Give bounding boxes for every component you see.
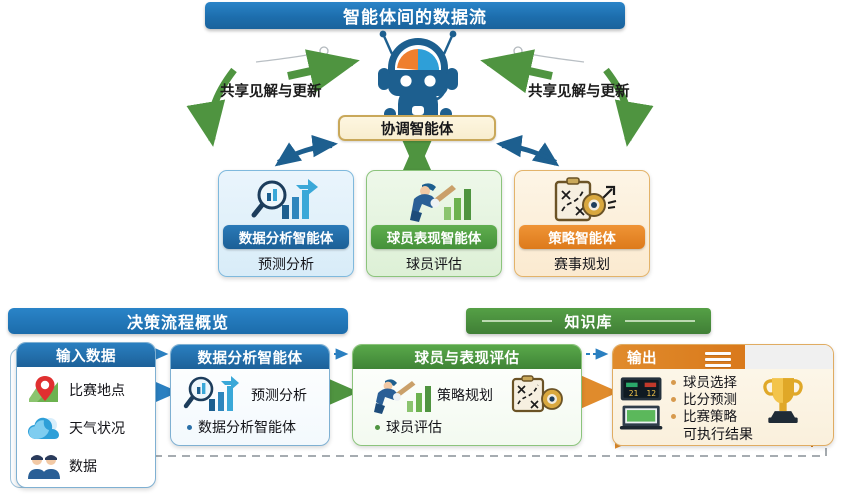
page-title: 智能体间的数据流 <box>205 2 625 29</box>
output-items-list: 球员选择 比分预测 比赛策略 可执行结果 <box>671 374 753 443</box>
agent-subtitle: 球员评估 <box>406 256 462 272</box>
input-item-label: 天气状况 <box>69 420 125 436</box>
output-item: 比分预测 <box>671 391 753 408</box>
output-item-label: 比赛策略 <box>683 409 737 424</box>
bullet-dot <box>375 424 380 430</box>
input-item-weather[interactable]: 天气状况 <box>23 409 149 447</box>
magnifier-bar-chart-icon <box>219 175 353 225</box>
output-panel-header-label: 输出 <box>627 350 657 367</box>
input-panel-header: 输入数据 <box>17 343 155 367</box>
data-analysis-bullet: 数据分析智能体 <box>198 419 296 435</box>
output-footer-label: 可执行结果 <box>683 426 753 442</box>
bullet-dot <box>671 397 676 402</box>
trophy-icon <box>761 374 805 428</box>
shared-insights-label-left: 共享见解与更新 <box>220 84 322 100</box>
agent-subtitle: 预测分析 <box>258 256 314 272</box>
player-performance-main-label: 策略规划 <box>437 387 493 403</box>
player-performance-header: 球员与表现评估 <box>353 345 581 369</box>
divider-right <box>625 320 695 322</box>
output-item: 球员选择 <box>671 374 753 391</box>
clipboard-tactics-icon <box>515 175 649 225</box>
section-header-knowledge-base-label: 知识库 <box>564 313 613 331</box>
robot-head-icon <box>362 28 474 120</box>
agent-card-player-performance[interactable]: 球员表现智能体 球员评估 <box>366 170 502 277</box>
map-pin-icon <box>27 375 61 405</box>
input-item-label: 数据 <box>69 458 97 474</box>
input-item-venue[interactable]: 比赛地点 <box>23 371 149 409</box>
output-panel-header: 输出 <box>613 345 833 369</box>
magnifier-bar-chart-icon <box>181 375 245 415</box>
data-analysis-panel[interactable]: 数据分析智能体 预测分析 <box>170 344 330 446</box>
people-icon <box>27 451 61 481</box>
svg-text:12: 12 <box>646 389 656 398</box>
data-analysis-main-label: 预测分析 <box>251 387 307 403</box>
agent-name-badge: 策略智能体 <box>519 225 645 249</box>
section-header-knowledge-base: 知识库 <box>466 308 711 334</box>
scoreboard-laptop-icon: 21 12 <box>619 374 665 432</box>
input-panel-body: 比赛地点 天气状况 <box>17 367 155 487</box>
clipboard-tactics-icon <box>509 375 571 415</box>
input-item-label: 比赛地点 <box>69 382 125 398</box>
agent-subtitle: 赛事规划 <box>554 256 610 272</box>
top-connector-layer <box>186 46 654 190</box>
output-panel[interactable]: 输出 21 12 球员选择 比分预测 <box>612 344 834 446</box>
bullet-dot <box>671 414 676 419</box>
divider-left <box>482 320 552 322</box>
agent-card-strategy[interactable]: 策略智能体 赛事规划 <box>514 170 650 277</box>
cloud-icon <box>27 413 61 443</box>
input-item-data[interactable]: 数据 <box>23 447 149 485</box>
bullet-dot <box>671 380 676 385</box>
batter-bar-chart-icon <box>367 175 501 225</box>
output-item: 比赛策略 <box>671 408 753 425</box>
output-item-label: 比分预测 <box>683 392 737 407</box>
shared-insights-label-right: 共享见解与更新 <box>528 84 630 100</box>
data-analysis-body: 预测分析 数据分析智能体 <box>171 369 329 441</box>
player-performance-body: 策略规划 球员评估 <box>353 369 581 441</box>
agent-name-badge: 球员表现智能体 <box>371 225 497 249</box>
batter-bar-chart-icon <box>363 375 431 415</box>
svg-text:21: 21 <box>629 389 639 398</box>
output-panel-body: 21 12 球员选择 比分预测 比赛策略 可执行结果 <box>613 369 833 445</box>
agent-card-data-analysis[interactable]: 数据分析智能体 预测分析 <box>218 170 354 277</box>
input-panel[interactable]: 输入数据 比赛地点 <box>16 342 156 488</box>
section-header-decision-flow: 决策流程概览 <box>8 308 348 334</box>
player-performance-bullet: 球员评估 <box>386 419 442 435</box>
data-analysis-header: 数据分析智能体 <box>171 345 329 369</box>
bullet-dot <box>187 424 192 430</box>
output-item-label: 球员选择 <box>683 375 737 390</box>
agent-name-badge: 数据分析智能体 <box>223 225 349 249</box>
player-performance-panel[interactable]: 球员与表现评估 策略规划 <box>352 344 582 446</box>
coordinator-agent-node[interactable]: 协调智能体 <box>338 115 496 141</box>
hamburger-menu-icon[interactable] <box>705 352 731 370</box>
